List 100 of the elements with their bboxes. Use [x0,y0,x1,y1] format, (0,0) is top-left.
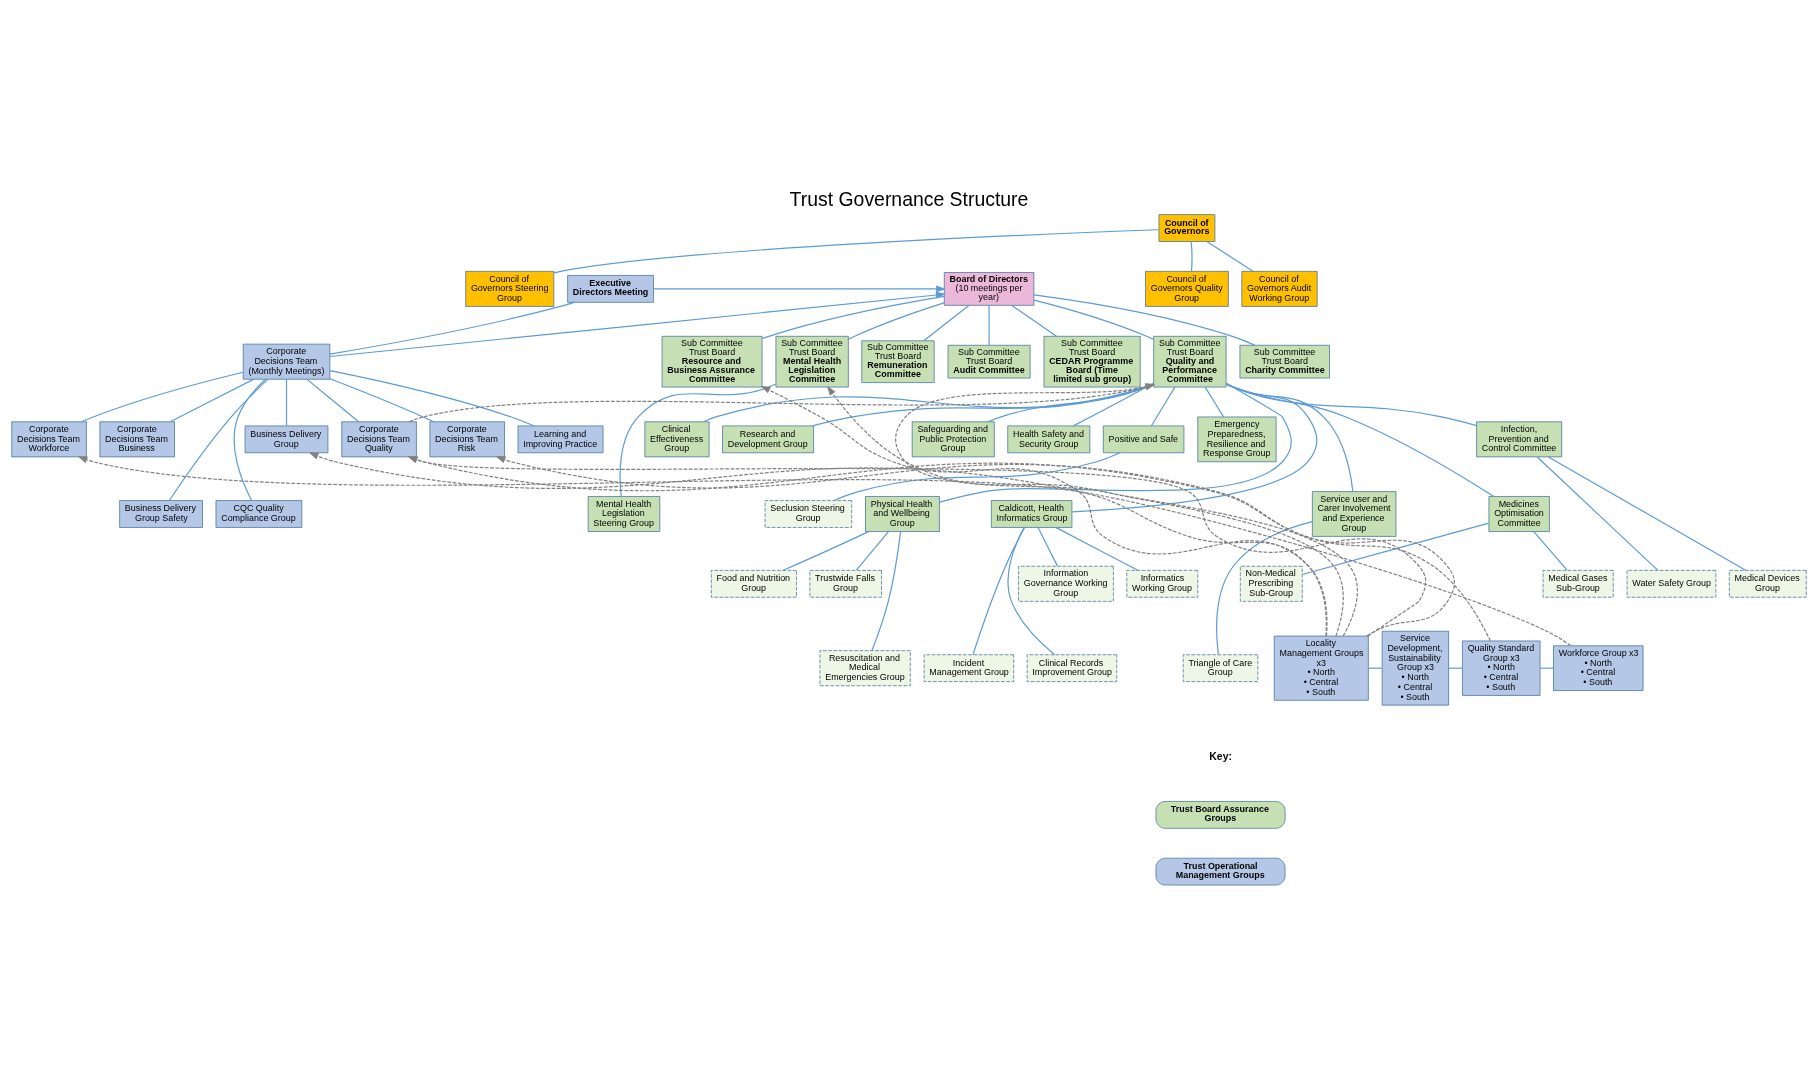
connector [329,369,535,426]
node-box: Business Delivery Group [244,425,329,453]
connector [553,228,1160,273]
node-box: Quality Standard Group x3 • North • Central • South [1462,640,1541,696]
node-box: Trustwide Falls Group [809,569,882,598]
diagram-title: Trust Governance Structure [789,187,1029,209]
connector [1150,386,1176,426]
node-box: Council of Governors [1158,213,1216,242]
node-box: Business Delivery Group Safety [119,499,203,528]
connector [233,378,267,501]
arrow [329,291,946,357]
node-box: Corporate Decisions Team Quality [341,420,417,457]
connector [855,530,890,571]
connector [1216,520,1313,655]
connector [811,383,1155,426]
connector [1072,382,1155,426]
node-box: Board of Directors (10 meetings per year) [943,271,1035,306]
node-box: Learning and Improving Practice [517,425,604,453]
connector [1055,526,1139,571]
connector [329,377,435,422]
node-box: Council of Governors Steering Group [465,270,555,307]
connector [847,301,945,340]
connector [1007,526,1056,655]
connector [1190,240,1193,272]
connector [761,295,945,339]
node-box: Sub Committee Trust Board Quality and Performance Committee [1153,335,1227,387]
label: Key: [1209,750,1232,762]
node-box: Service user and Carer Involvement and Experience Group [1312,490,1397,537]
connector [782,530,869,571]
connector [1536,455,1659,571]
node-box: Corporate Decisions Team Business [99,420,175,457]
node-box: Positive and Safe [1102,425,1185,453]
node-box: Clinical Records Improvement Group [1026,653,1118,682]
connector [871,530,902,651]
node-box: Physical Health and Wellbeing Group [865,495,940,532]
connector [939,382,1292,503]
connector [619,382,777,497]
connector [169,378,254,422]
connector [1206,240,1254,272]
node-box: Information Governance Working Group [1018,565,1114,602]
connector [329,301,575,355]
node-box: Sub Committee Trust Board Charity Committee [1239,344,1330,378]
arrow [653,284,947,292]
connector [987,383,1155,422]
node-box: Council of Governors Audit Working Group [1241,270,1318,307]
node-box: Sub Committee Trust Board Resource and Business Assurance Committee [661,335,763,387]
node-box: Health Safety and Security Group [1007,425,1091,453]
node-box: Medical Gases Sub-Group [1542,569,1614,598]
node-box: Executive Directors Meeting [567,274,654,303]
node-box: Non-Medical Prescribing Sub-Group [1239,565,1303,602]
node-box: Council of Governors Quality Group [1145,270,1229,307]
node-box: Sub Committee Trust Board Remuneration Committee [861,339,935,383]
node-box: Food and Nutrition Group [710,569,797,598]
arrow [895,382,1344,637]
connector [833,451,1121,501]
node-box: Workforce Group x3 • North • Central • South [1553,644,1644,691]
node-box: Caldicott, Health Informatics Group [990,499,1073,528]
arrow [826,385,1358,636]
node-box: Water Safety Group [1626,569,1717,598]
node-box: Seclusion Steering Group [764,499,853,528]
connector [988,304,990,346]
connector [703,383,1155,422]
connector [1225,382,1495,497]
connector [306,378,360,422]
node-box: Corporate Decisions Team Workforce [11,420,87,457]
node-box: Service Development, Sustainability Group x3 • North • Central • South [1381,630,1449,705]
node-box: Emergency Preparedness, Resilience and Response Group [1197,416,1277,462]
legend-label: Trust Board Assurance Groups [1170,803,1269,823]
node-box: CQC Quality Compliance Group [215,499,303,528]
node-box: Infection, Prevention and Control Committee [1476,420,1563,457]
arrow [77,455,1572,646]
legend-label: Trust Operational Management Groups [1175,860,1265,880]
connector [1011,304,1057,337]
node-box: Incident Management Group [923,653,1015,682]
node-box: Corporate Decisions Team (Monthly Meetings) [242,343,331,380]
node-box: Sub Committee Trust Board Audit Committee [947,344,1031,378]
node-box: Locality Management Groups x3 • North • Central • South [1273,635,1369,701]
connector [1071,382,1318,512]
connector [81,371,244,422]
connector [1037,526,1059,567]
node-box: Medicines Optimisation Committee [1488,495,1550,532]
connector [285,378,288,426]
connector [1033,298,1155,340]
connector [1225,383,1478,426]
node-box: Medical Devices Group [1728,569,1807,598]
connector [1547,455,1747,571]
connector [1033,293,1256,346]
connector [168,378,269,501]
node-box: Safeguarding and Public Protection Group [911,420,995,457]
node-box: Triangle of Care Group [1182,653,1259,682]
node-box: Informatics Working Group [1126,569,1199,598]
connector [1533,530,1568,571]
node-box: Sub Committee Trust Board CEDAR Programme Board (Time limited sub group) [1043,335,1141,387]
node-box: Mental Health Legislation Steering Group [587,495,661,532]
connector [1301,522,1490,575]
node-box: Research and Development Group [722,425,814,453]
arrow [308,451,1327,637]
connector [972,526,1026,655]
node-box: Corporate Decisions Team Risk [429,420,505,457]
arrow [408,382,1156,422]
